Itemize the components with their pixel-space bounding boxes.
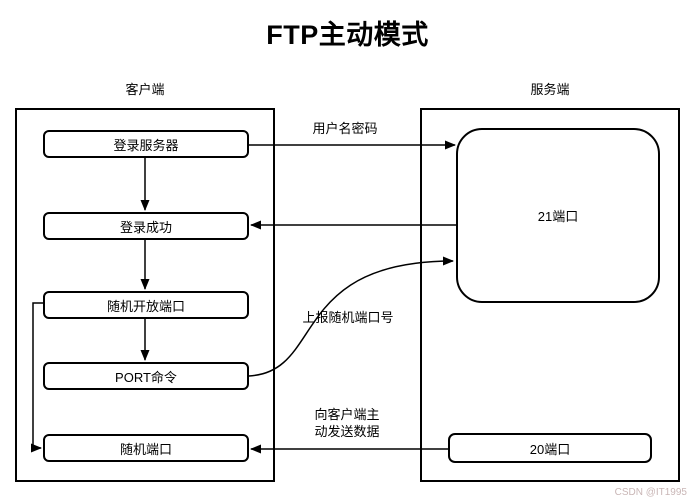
node-login-success: 登录成功 <box>43 212 249 240</box>
arrow-portcmd-to-port21-curve <box>248 256 454 377</box>
arrow-randomopen-loop-to-randomport <box>31 302 43 453</box>
node-port-21: 21端口 <box>456 128 660 303</box>
edge-label-send-data-to-client: 向客户端主 动发送数据 <box>314 407 380 439</box>
client-group-label: 客户端 <box>125 82 165 97</box>
edge-label-report-random-port: 上报随机端口号 <box>302 310 394 325</box>
server-group-label: 服务端 <box>530 82 570 97</box>
csdn-watermark: CSDN @IT1995 <box>614 487 687 498</box>
diagram-title: FTP主动模式 <box>266 20 429 50</box>
node-port-20: 20端口 <box>448 433 652 463</box>
node-random-open-port: 随机开放端口 <box>43 291 249 319</box>
node-random-port: 随机端口 <box>43 434 249 462</box>
node-login-server: 登录服务器 <box>43 130 249 158</box>
node-port-command: PORT命令 <box>43 362 249 390</box>
edge-label-username-password: 用户名密码 <box>312 121 378 136</box>
